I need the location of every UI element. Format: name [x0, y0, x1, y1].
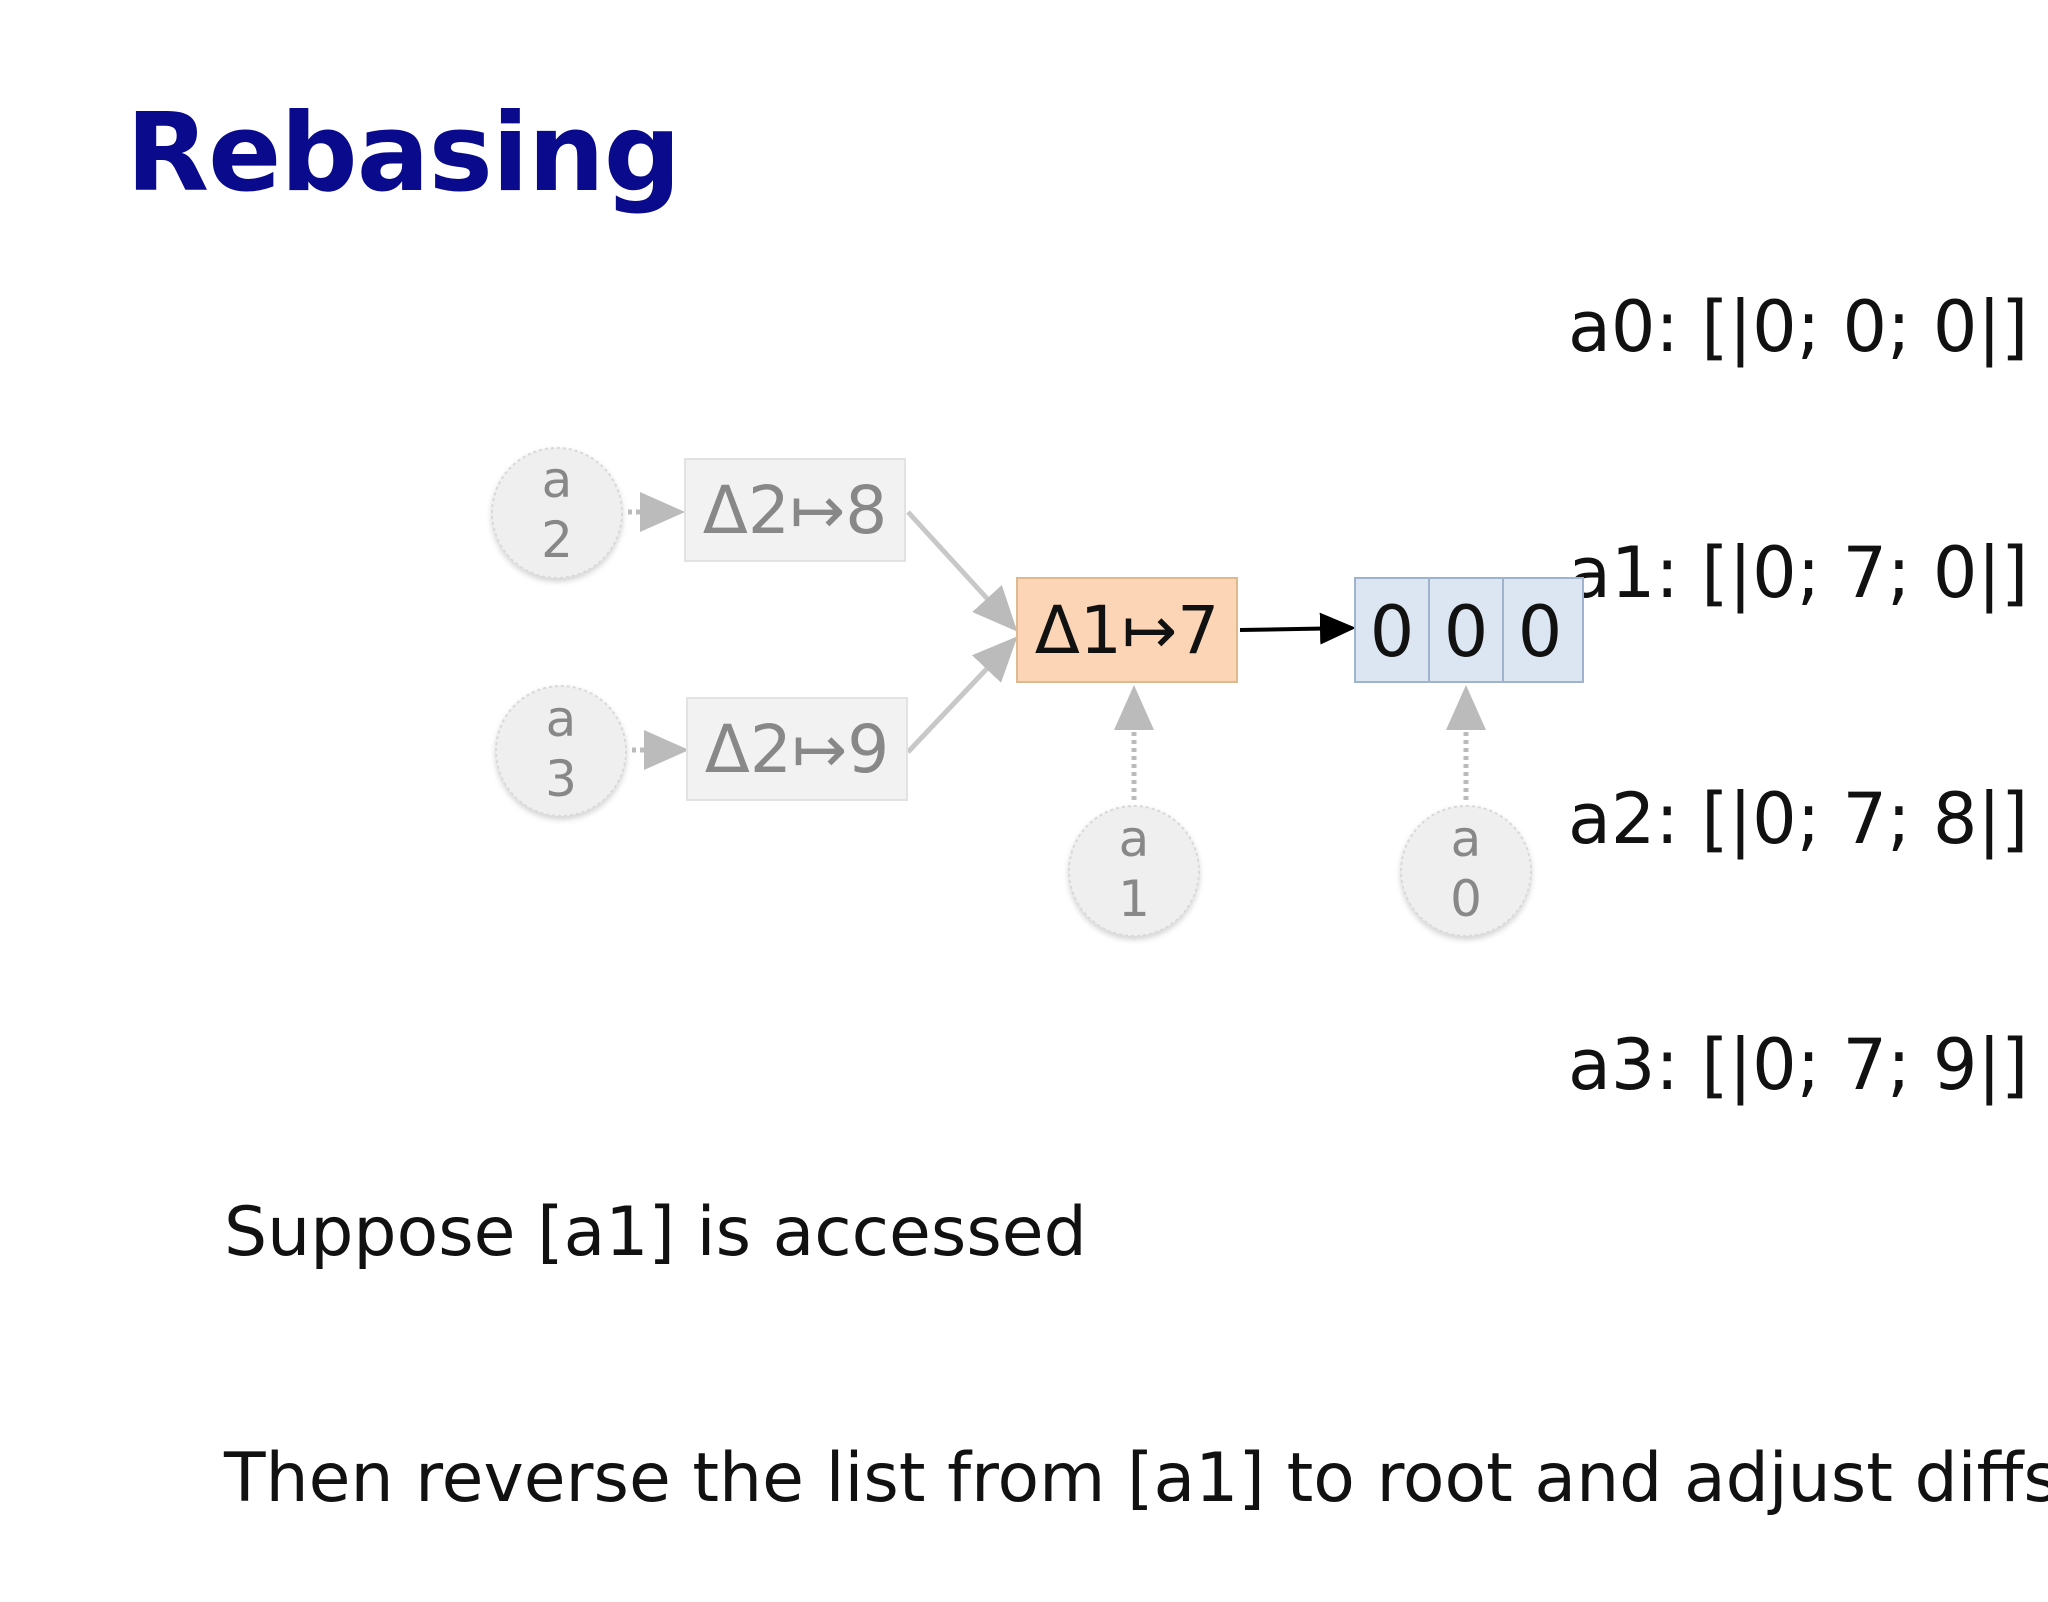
array-a1-line: a1: [|0; 7; 0|]: [1568, 532, 2029, 614]
pointer-a0-index: 0: [1450, 870, 1482, 928]
pointer-a2-index: 2: [541, 511, 573, 569]
pointer-node-a2: a 2: [491, 447, 623, 579]
diff-a1-label: Δ1↦7: [1035, 592, 1219, 669]
pointer-a2-letter: a: [542, 451, 573, 509]
root-cell-2: 0: [1518, 591, 1563, 673]
array-a3-line: a3: [|0; 7; 9|]: [1568, 1024, 2029, 1106]
root-cell-1: 0: [1444, 591, 1489, 673]
pointer-node-a3: a 3: [495, 685, 627, 817]
array-a2-line: a2: [|0; 7; 8|]: [1568, 778, 2029, 860]
slide-title: Rebasing: [126, 91, 681, 216]
diff-a3-label: Δ2↦9: [705, 711, 889, 788]
diff-a2-label: Δ2↦8: [703, 472, 887, 549]
caption-line-2: Then reverse the list from [a1] to root …: [224, 1439, 2048, 1518]
pointer-node-a1: a 1: [1068, 805, 1200, 937]
edge-a1-diff-to-root: [1239, 612, 1356, 645]
slide-caption: Suppose [a1] is accessed Then reverse th…: [224, 1028, 2048, 1602]
edge-a2-diff-to-a1-diff: [906, 510, 1018, 632]
pointer-a3-index: 3: [545, 750, 577, 808]
diff-node-a1: Δ1↦7: [1016, 577, 1238, 683]
pointer-a0-letter: a: [1451, 810, 1482, 868]
pointer-a1-letter: a: [1119, 810, 1150, 868]
array-values: a0: [|0; 0; 0|] a1: [|0; 7; 0|] a2: [|0;…: [1568, 122, 2028, 1188]
persistent-array-diagram: Δ2↦8 Δ2↦9 Δ1↦7 0 0 0 a 2 a 3 a 1 a 0: [491, 447, 1584, 937]
pointer-node-a0: a 0: [1400, 805, 1532, 937]
array-a0-line: a0: [|0; 0; 0|]: [1568, 286, 2029, 368]
pointer-a1-index: 1: [1118, 870, 1150, 928]
diff-node-a2: Δ2↦8: [684, 458, 906, 562]
root-array: 0 0 0: [1354, 577, 1584, 683]
edge-a3-diff-to-a1-diff: [906, 636, 1018, 754]
pointer-a3-letter: a: [546, 690, 577, 748]
diff-node-a3: Δ2↦9: [686, 697, 908, 801]
root-cell-0: 0: [1370, 591, 1415, 673]
caption-line-1: Suppose [a1] is accessed: [224, 1193, 1087, 1272]
